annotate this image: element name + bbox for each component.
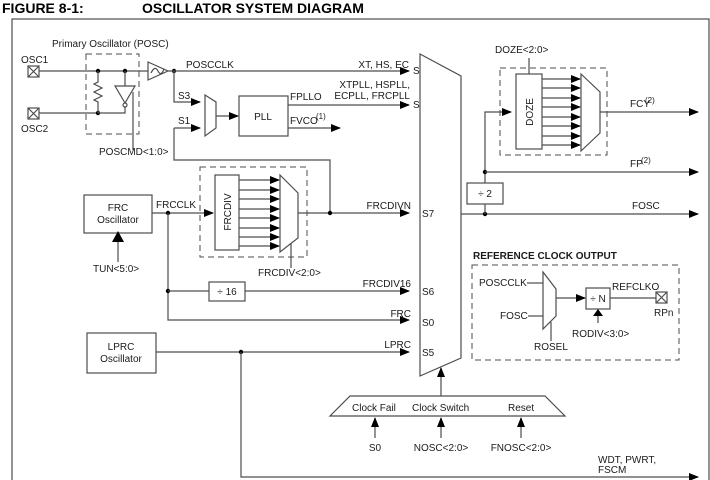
frcdiv-outputs xyxy=(239,176,280,250)
s7-signal-label: FRCDIVN xyxy=(367,201,411,212)
inverter-icon xyxy=(113,85,137,105)
pll-s1-label: S1 xyxy=(178,116,191,127)
frc-s0-wire xyxy=(167,213,410,324)
frcdiv-label: FRCDIV xyxy=(223,193,234,231)
s2-signal-label: XT, HS, EC xyxy=(358,60,409,71)
s0-label: S0 xyxy=(422,318,435,329)
fosc-label: FOSC xyxy=(632,201,660,212)
lprc-out-wire xyxy=(240,352,699,480)
frcdiv-block xyxy=(214,174,240,251)
posc-dashed-box xyxy=(85,53,140,135)
doze-label: DOZE xyxy=(525,98,536,126)
pll-s3-wire xyxy=(173,71,201,106)
rpn-pin-icon xyxy=(655,291,668,304)
refclk-fosc-label: FOSC xyxy=(500,311,528,322)
s6-label: S6 xyxy=(422,287,435,298)
frcdiv-mux xyxy=(279,173,299,254)
refclk-div-label: ÷ N xyxy=(590,294,606,305)
lprc-box-line1: LPRC xyxy=(108,342,135,353)
junction-dot xyxy=(327,210,333,216)
figure-name: OSCILLATOR SYSTEM DIAGRAM xyxy=(142,0,364,16)
lprc-oscillator-block xyxy=(86,332,157,374)
frcdiv-dashed-box xyxy=(199,166,308,258)
fnosc-label: FNOSC<2:0> xyxy=(491,443,552,454)
s5-signal-label: LPRC xyxy=(384,340,411,351)
posc-group-label: Primary Oscillator (POSC) xyxy=(52,39,169,50)
s2-label: S2 xyxy=(413,66,426,77)
doze-block xyxy=(515,73,543,150)
div2-label: ÷ 2 xyxy=(478,189,492,200)
pll-block xyxy=(238,95,289,137)
fpllo-label: FPLLO xyxy=(290,92,322,103)
lprc-box-line2: Oscillator xyxy=(100,354,142,365)
rosel-label: ROSEL xyxy=(534,342,568,353)
poscclk-label: POSCCLK xyxy=(186,60,234,71)
osc2-label: OSC2 xyxy=(21,124,49,135)
s0-control-label: S0 xyxy=(369,443,382,454)
rodiv-label: RODIV<3:0> xyxy=(572,329,629,340)
frc-to-pll-wire xyxy=(173,128,331,213)
doze-outputs xyxy=(542,75,581,149)
reset-label: Reset xyxy=(508,403,534,414)
s6-signal-label: FRCDIV16 xyxy=(363,279,412,290)
frc-box-line2: Oscillator xyxy=(97,215,139,226)
pll-label: PLL xyxy=(254,112,272,123)
figure-title: FIGURE 8-1: OSCILLATOR SYSTEM DIAGRAM xyxy=(2,0,364,48)
figure-number: FIGURE 8-1: xyxy=(2,0,84,16)
lprc-out-label-1: WDT, PWRT, xyxy=(598,455,656,466)
osc2-pin-icon xyxy=(27,107,40,120)
fvco-label: FVCO xyxy=(290,116,318,127)
s5-label: S5 xyxy=(422,348,435,359)
rpn-label: RPn xyxy=(654,308,673,319)
refclk-poscclk-label: POSCCLK xyxy=(479,278,527,289)
diagram-frame xyxy=(11,18,710,480)
doze-mux xyxy=(580,72,601,153)
frc-box-line1: FRC xyxy=(108,203,129,214)
tun-label: TUN<5:0> xyxy=(93,264,139,275)
lprc-out-label-2: FSCM xyxy=(598,465,626,476)
frc-oscillator-block xyxy=(83,194,153,234)
s13-signal-label-2: ECPLL, FRCPLL xyxy=(334,91,410,102)
pll-input-mux xyxy=(204,93,217,138)
pll-s3-label: S3 xyxy=(178,91,191,102)
frcdiv-sel-label: FRCDIV<2:0> xyxy=(258,268,321,279)
rodiv-arrow-icon xyxy=(593,309,603,316)
osc1-label: OSC1 xyxy=(21,55,49,66)
fvco-note: (1) xyxy=(316,112,326,121)
nosc-label: NOSC<2:0> xyxy=(414,443,469,454)
s7-label: S7 xyxy=(422,209,435,220)
main-clock-mux xyxy=(419,52,462,377)
clock-control-block xyxy=(328,395,567,417)
feedback-resistor-icon xyxy=(92,71,104,113)
div16-label: ÷ 16 xyxy=(217,287,237,298)
fp-label: FP xyxy=(630,159,643,170)
doze-sel-label: DOZE<2:0> xyxy=(495,45,549,56)
refclk-dashed-box xyxy=(471,264,680,361)
clock-fail-label: Clock Fail xyxy=(352,403,396,414)
fcy-note: (2) xyxy=(645,96,655,105)
refclk-title: REFERENCE CLOCK OUTPUT xyxy=(473,251,617,262)
s0-signal-label: FRC xyxy=(390,309,411,320)
poscmd-label: POSCMD<1:0> xyxy=(99,147,169,158)
refclk-mux xyxy=(542,270,557,331)
clock-switch-label: Clock Switch xyxy=(412,403,469,414)
osc1-pin-icon xyxy=(27,65,40,78)
fp-note: (2) xyxy=(641,156,651,165)
s13-signal-label-1: XTPLL, HSPLL, xyxy=(339,80,410,91)
fcy-label: FCY xyxy=(630,99,650,110)
tun-arrow-icon xyxy=(112,231,124,242)
frcclk-label: FRCCLK xyxy=(156,200,196,211)
refclko-label: REFCLKO xyxy=(612,282,659,293)
schmitt-buffer-icon xyxy=(147,61,170,81)
